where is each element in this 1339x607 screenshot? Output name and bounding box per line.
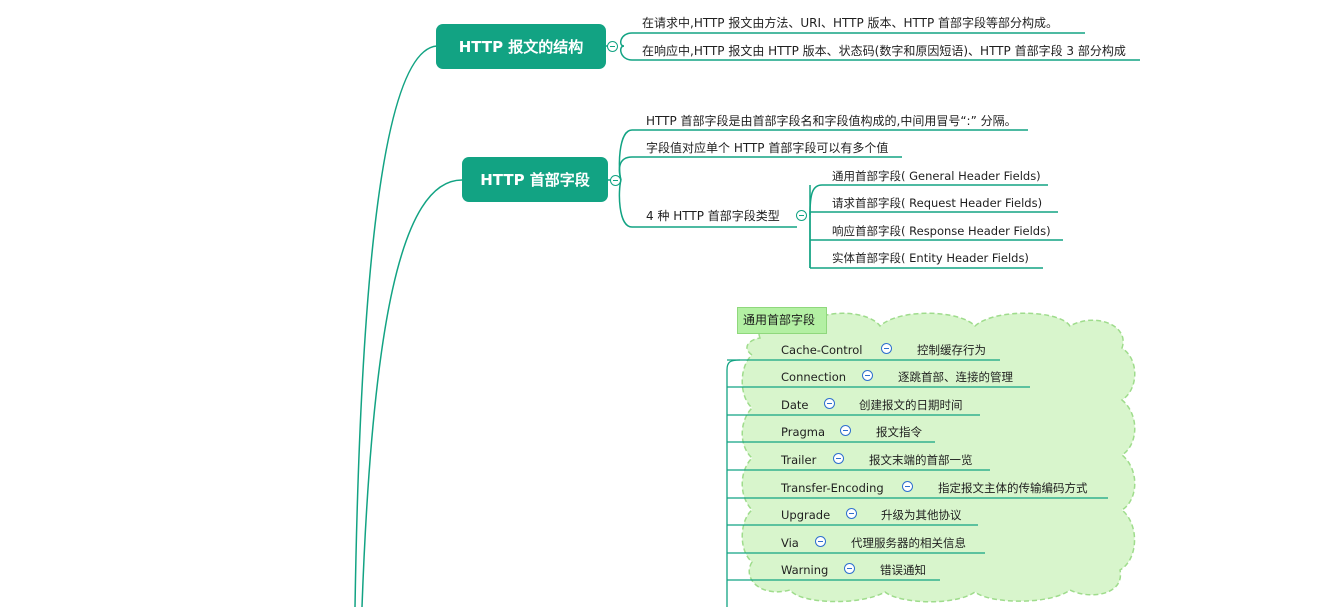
- collapse-toggle-icon[interactable]: [833, 453, 844, 464]
- field-desc[interactable]: 创建报文的日期时间: [859, 398, 963, 412]
- collapse-toggle-icon[interactable]: [796, 210, 807, 221]
- field-desc[interactable]: 控制缓存行为: [917, 343, 986, 357]
- collapse-toggle-icon[interactable]: [610, 175, 621, 186]
- field-name[interactable]: Transfer-Encoding: [781, 481, 884, 495]
- collapse-toggle-icon[interactable]: [862, 370, 873, 381]
- field-name[interactable]: Connection: [781, 370, 847, 384]
- branch-label: HTTP 报文的结构: [458, 38, 584, 56]
- node-type-entity[interactable]: 实体首部字段( Entity Header Fields): [832, 251, 1029, 265]
- field-desc[interactable]: 逐跳首部、连接的管理: [898, 370, 1013, 384]
- node-four-types[interactable]: 4 种 HTTP 首部字段类型: [646, 209, 780, 223]
- field-desc[interactable]: 错误通知: [880, 563, 926, 577]
- field-name[interactable]: Pragma: [781, 425, 826, 439]
- collapse-toggle-icon[interactable]: [607, 41, 618, 52]
- node-header-definition[interactable]: HTTP 首部字段是由首部字段名和字段值构成的,中间用冒号“:” 分隔。: [646, 114, 1017, 128]
- node-response-structure[interactable]: 在响应中,HTTP 报文由 HTTP 版本、状态码(数字和原因短语)、HTTP …: [642, 44, 1126, 58]
- field-name[interactable]: Date: [781, 398, 809, 412]
- field-desc[interactable]: 报文指令: [876, 425, 922, 439]
- branch-http-message-structure[interactable]: HTTP 报文的结构: [436, 24, 606, 69]
- branch-http-header-fields[interactable]: HTTP 首部字段: [462, 157, 608, 202]
- field-name[interactable]: Cache-Control: [781, 343, 863, 357]
- collapse-toggle-icon[interactable]: [881, 343, 892, 354]
- field-desc[interactable]: 报文末端的首部一览: [869, 453, 973, 467]
- collapse-toggle-icon[interactable]: [902, 481, 913, 492]
- field-name[interactable]: Via: [781, 536, 799, 550]
- collapse-toggle-icon[interactable]: [840, 425, 851, 436]
- collapse-toggle-icon[interactable]: [846, 508, 857, 519]
- field-name[interactable]: Warning: [781, 563, 829, 577]
- collapse-toggle-icon[interactable]: [815, 536, 826, 547]
- node-type-response[interactable]: 响应首部字段( Response Header Fields): [832, 224, 1051, 238]
- cloud-title-general-fields[interactable]: 通用首部字段: [737, 307, 827, 334]
- node-type-general[interactable]: 通用首部字段( General Header Fields): [832, 169, 1041, 183]
- collapse-toggle-icon[interactable]: [824, 398, 835, 409]
- field-desc[interactable]: 指定报文主体的传输编码方式: [938, 481, 1088, 495]
- node-multiple-values[interactable]: 字段值对应单个 HTTP 首部字段可以有多个值: [646, 141, 889, 155]
- collapse-toggle-icon[interactable]: [844, 563, 855, 574]
- node-request-structure[interactable]: 在请求中,HTTP 报文由方法、URI、HTTP 版本、HTTP 首部字段等部分…: [642, 16, 1059, 30]
- connector-root-header: [361, 179, 463, 607]
- node-type-request[interactable]: 请求首部字段( Request Header Fields): [832, 196, 1043, 210]
- field-name[interactable]: Upgrade: [781, 508, 831, 522]
- connector-root-structure: [354, 45, 438, 607]
- field-desc[interactable]: 升级为其他协议: [881, 508, 962, 522]
- field-name[interactable]: Trailer: [781, 453, 817, 467]
- cloud-boundary: [741, 312, 1136, 603]
- branch-label: HTTP 首部字段: [480, 171, 590, 189]
- field-desc[interactable]: 代理服务器的相关信息: [851, 536, 966, 550]
